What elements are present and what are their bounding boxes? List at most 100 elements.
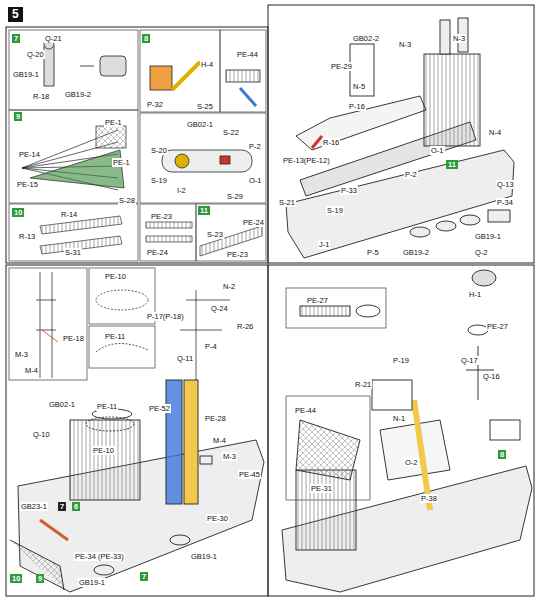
- callout-badge: 9: [14, 112, 22, 121]
- part-label: N-3: [452, 34, 466, 43]
- part-label: R-26: [236, 322, 254, 331]
- part-label: I-2: [176, 186, 187, 195]
- part-label: GB19-1: [474, 232, 502, 241]
- part-label: S-23: [206, 230, 224, 239]
- part-label: GB02-1: [48, 400, 76, 409]
- part-label: GB02-1: [186, 120, 214, 129]
- part-label: H-1: [468, 290, 482, 299]
- part-label: PE-14: [18, 150, 41, 159]
- part-label: GB02-2: [352, 34, 380, 43]
- callout-badge: 9: [36, 574, 44, 583]
- callout-badge: 6: [72, 502, 80, 511]
- part-label: PE-24: [242, 218, 265, 227]
- part-label: P-38: [420, 494, 438, 503]
- part-label: PE-27: [306, 296, 329, 305]
- part-label: Q-16: [482, 372, 501, 381]
- part-label: S-20: [150, 146, 168, 155]
- part-label: PE-10: [92, 446, 115, 455]
- step-number: 5: [8, 7, 23, 22]
- part-label: P-16: [348, 102, 366, 111]
- part-label: M-3: [222, 452, 237, 461]
- part-label: N-1: [392, 414, 406, 423]
- part-label: S-21: [278, 198, 296, 207]
- part-label: PE-29: [330, 62, 353, 71]
- part-label: P-5: [366, 248, 380, 257]
- part-label: N-5: [352, 82, 366, 91]
- part-label: Q-24: [210, 304, 229, 313]
- part-label: J-1: [318, 240, 330, 249]
- part-label: P-34: [496, 198, 514, 207]
- part-label: PE-15: [16, 180, 39, 189]
- part-label: S-31: [64, 248, 82, 257]
- part-label: GB19-2: [64, 90, 92, 99]
- part-label: P-4: [204, 342, 218, 351]
- part-label: GB23-1: [20, 502, 48, 511]
- part-label: O-2: [404, 458, 419, 467]
- part-label: N-3: [398, 40, 412, 49]
- part-label: PE-13(PE-12): [282, 156, 331, 165]
- part-label: PE-28: [204, 414, 227, 423]
- part-label: M-3: [14, 350, 29, 359]
- part-label: R-21: [354, 380, 372, 389]
- part-label: PE-23: [226, 250, 249, 259]
- part-label: S-28: [118, 196, 136, 205]
- part-label: S-19: [326, 206, 344, 215]
- part-label: PE-11: [96, 402, 118, 411]
- part-label: PE-1: [104, 118, 123, 127]
- part-label: R-13: [18, 232, 36, 241]
- part-label: PE-18: [62, 334, 85, 343]
- part-label: S-29: [226, 192, 244, 201]
- part-label: PE-30: [206, 514, 229, 523]
- part-label: Q-17: [460, 356, 479, 365]
- part-label: N-2: [222, 282, 236, 291]
- callout-badge: 10: [10, 574, 22, 583]
- part-label: P-17(P-18): [146, 312, 185, 321]
- part-label: PE-24: [146, 248, 169, 257]
- part-label: GB19-1: [190, 552, 218, 561]
- part-label: P-2: [248, 142, 262, 151]
- part-label: H-4: [200, 60, 214, 69]
- part-label: S-19: [150, 176, 168, 185]
- part-label: PE-45: [238, 470, 261, 479]
- part-label: PE-1: [112, 158, 131, 167]
- part-label: M-4: [24, 366, 39, 375]
- part-label: GB19-1: [78, 578, 106, 587]
- part-label: P-2: [404, 170, 418, 179]
- part-label: S-22: [222, 128, 240, 137]
- part-label: PE-44: [294, 406, 317, 415]
- part-label: P-33: [340, 186, 358, 195]
- part-label: Q-13: [496, 180, 515, 189]
- part-label: PE-44: [236, 50, 259, 59]
- part-label: PE-11: [104, 332, 126, 341]
- part-label: PE-52: [148, 404, 171, 413]
- part-label: N-4: [488, 128, 502, 137]
- callout-badge: 11: [446, 160, 458, 169]
- callout-badge: 7: [58, 502, 66, 511]
- part-label: GB19-1: [12, 70, 40, 79]
- callout-badge: 8: [498, 450, 506, 459]
- part-label: PE-23: [150, 212, 173, 221]
- callout-badge: 8: [142, 34, 150, 43]
- part-label: Q-11: [176, 354, 194, 363]
- part-label: PE-10: [104, 272, 127, 281]
- part-label: P-19: [392, 356, 410, 365]
- part-label: O-1: [248, 176, 263, 185]
- part-label: PE-27: [486, 322, 509, 331]
- part-label: GB19-2: [402, 248, 430, 257]
- part-label: PE-31: [310, 484, 333, 493]
- callout-badge: 11: [198, 206, 210, 215]
- part-label: Q-2: [474, 248, 489, 257]
- callout-badge: 10: [12, 208, 24, 217]
- part-label: R-16: [322, 138, 340, 147]
- part-label: O-1: [430, 146, 445, 155]
- part-label: Q-10: [32, 430, 51, 439]
- part-label: Q-21: [44, 34, 63, 43]
- part-label: P-32: [146, 100, 164, 109]
- callout-badge: 7: [12, 34, 20, 43]
- part-label: R-18: [32, 92, 50, 101]
- callout-badge: 7: [140, 572, 148, 581]
- part-label: R-14: [60, 210, 78, 219]
- part-label: Q-20: [26, 50, 45, 59]
- part-label: PE-34 (PE-33): [74, 552, 125, 561]
